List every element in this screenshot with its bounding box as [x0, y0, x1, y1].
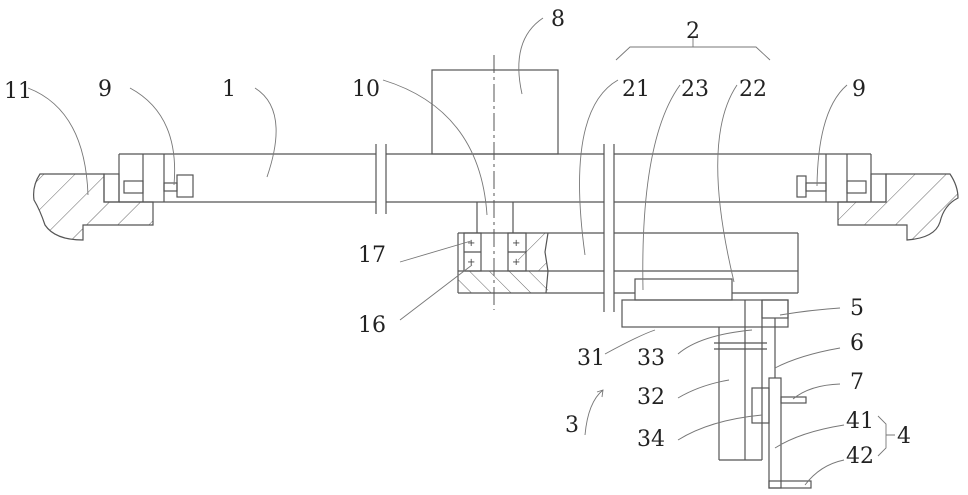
label-22: 22: [739, 77, 767, 102]
label-41: 41: [846, 409, 874, 434]
svg-text:+: +: [467, 257, 475, 268]
svg-text:+: +: [467, 238, 475, 249]
right-step: [871, 174, 886, 202]
label-8: 8: [551, 7, 565, 32]
left-wall: [34, 174, 153, 240]
label-10: 10: [352, 77, 380, 102]
rotating-arm: + + + +: [458, 144, 798, 312]
label-42: 42: [846, 444, 874, 469]
left-step: [104, 174, 119, 202]
label-23: 23: [681, 77, 709, 102]
right-clamp: [797, 154, 866, 202]
label-21: 21: [622, 77, 650, 102]
label-9-left: 9: [98, 77, 112, 102]
label-1: 1: [222, 77, 236, 102]
left-clamp: [124, 154, 193, 202]
label-5: 5: [850, 296, 864, 321]
svg-text:+: +: [512, 257, 520, 268]
label-9-right: 9: [852, 77, 866, 102]
label-32: 32: [637, 385, 665, 410]
label-4: 4: [897, 424, 911, 449]
label-16: 16: [358, 313, 386, 338]
lifting-assembly: [714, 300, 811, 488]
label-3: 3: [565, 413, 579, 438]
label-7: 7: [850, 370, 864, 395]
mount-plate: [622, 300, 788, 327]
label-2: 2: [686, 19, 700, 44]
slider-block: [635, 279, 732, 300]
label-17: 17: [358, 243, 386, 268]
label-31: 31: [577, 346, 605, 371]
svg-text:+: +: [512, 238, 520, 249]
label-34: 34: [637, 427, 665, 452]
right-wall: [838, 174, 958, 240]
motor: [432, 70, 558, 154]
label-11: 11: [4, 79, 32, 104]
label-33: 33: [637, 346, 665, 371]
label-6: 6: [850, 331, 864, 356]
